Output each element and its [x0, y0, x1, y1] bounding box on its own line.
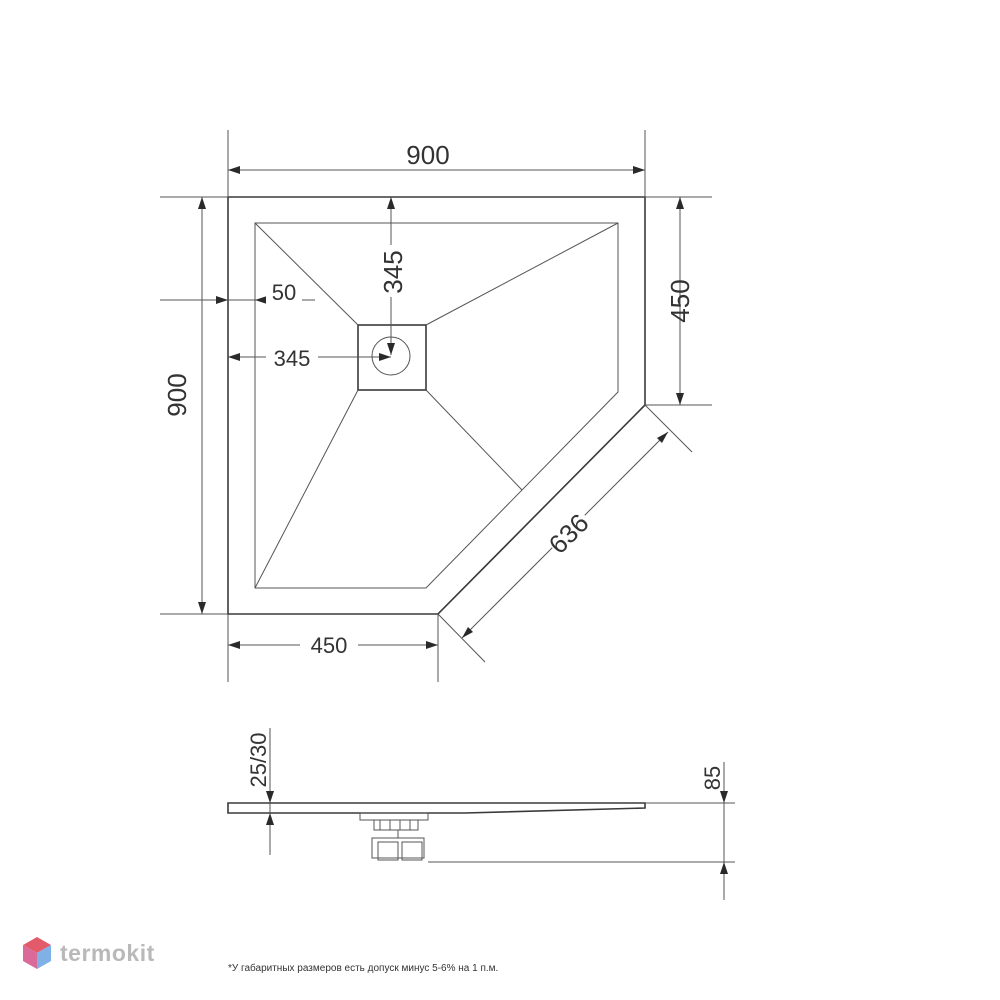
dim-drain-from-left-label: 345 — [274, 346, 311, 371]
dim-width-top-label: 900 — [406, 140, 449, 170]
side-view: 25/30 85 — [227, 728, 735, 900]
dim-rim-width-label: 50 — [272, 280, 296, 305]
dim-drain-from-top-label: 345 — [378, 250, 408, 293]
dimension-top-width: 900 — [227, 130, 646, 197]
brand-name: termokit — [60, 939, 155, 966]
brand-logo: termokit — [22, 936, 155, 970]
slope-line-bottom-left — [254, 389, 359, 589]
dim-height-left-label: 900 — [162, 373, 192, 416]
drain-siphon — [359, 812, 429, 861]
dim-tray-thickness-label: 25/30 — [246, 732, 271, 787]
dim-diagonal-label: 636 — [543, 508, 595, 560]
dim-right-side-label: 450 — [665, 279, 695, 322]
tray-outer-outline — [227, 196, 646, 615]
dimension-bottom-side: 450 — [227, 614, 439, 682]
dimension-diagonal: 636 — [437, 404, 693, 663]
slope-line-top-left — [254, 222, 359, 326]
dim-bottom-side-label: 450 — [311, 633, 348, 658]
slope-line-top-right — [425, 222, 619, 326]
dimension-tray-thickness: 25/30 — [246, 728, 274, 855]
dimension-total-height: 85 — [428, 762, 735, 900]
footnote: *У габаритных размеров есть допуск минус… — [228, 963, 499, 974]
dim-total-height-label: 85 — [700, 766, 725, 790]
dimension-left-height: 900 — [160, 196, 228, 615]
cube-logo-icon — [23, 937, 51, 969]
dimension-drain-from-top: 345 — [378, 197, 408, 355]
tray-side-profile — [227, 802, 646, 814]
dimension-drain-from-left: 345 — [228, 343, 391, 371]
plan-view: 900 900 450 450 — [160, 130, 712, 682]
dimension-rim-width: 50 — [160, 280, 315, 307]
slope-line-bottom-right — [425, 389, 523, 491]
dimension-right-side: 450 — [645, 196, 712, 406]
